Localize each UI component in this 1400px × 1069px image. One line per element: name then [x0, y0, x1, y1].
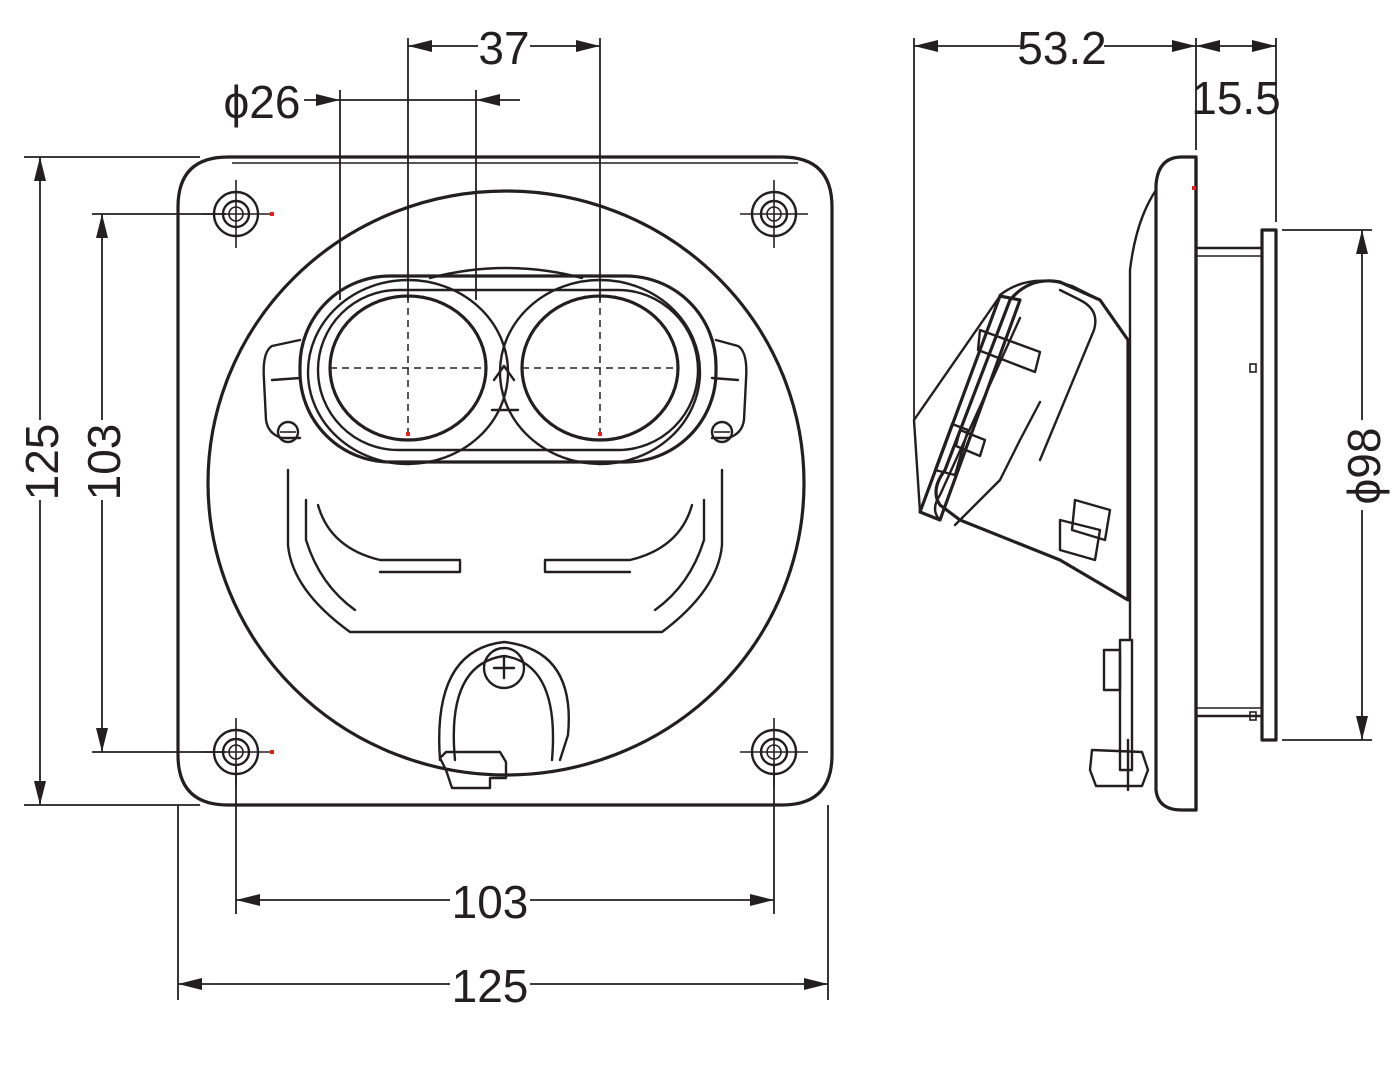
side-view	[912, 38, 1372, 812]
side-rear-cylinder	[1194, 246, 1264, 718]
front-socket-frame	[298, 274, 718, 464]
dimension-label-spacing: 37	[478, 22, 529, 74]
dimension-side-depth: 53.2	[914, 22, 1196, 74]
dimension-socket-diameter: ϕ26	[224, 76, 520, 128]
dimension-side-diameter: ϕ98	[1338, 230, 1390, 740]
front-plate-outline	[176, 155, 834, 807]
dimension-side-flange: 15.5	[1191, 40, 1281, 124]
dimension-label-side-depth: 53.2	[1017, 22, 1107, 74]
dimension-label-side-flange: 15.5	[1191, 72, 1281, 124]
dimension-label-height-holes: 103	[78, 424, 130, 501]
clip-left	[262, 338, 302, 440]
bottom-cap-loop	[438, 640, 570, 762]
dimension-label-width-outer: 125	[452, 960, 529, 1012]
side-rear-plate	[1260, 228, 1278, 742]
dimension-label-width-holes: 103	[452, 876, 529, 928]
dimension-front-width-holes: 103	[236, 876, 774, 928]
front-view	[24, 38, 834, 1000]
dimension-label-height-outer: 125	[16, 424, 68, 501]
side-latch	[1088, 638, 1150, 792]
side-flange	[1154, 155, 1198, 812]
clip-right	[710, 338, 748, 440]
mounting-screw-top-right	[738, 178, 810, 250]
dimension-label-side-diameter: ϕ98	[1338, 428, 1390, 505]
dimension-front-height-outer: 125	[16, 157, 68, 805]
cap-tab	[438, 750, 508, 790]
dimension-label-socket-diameter: ϕ26	[224, 76, 301, 128]
dimension-spacing-top: 37	[408, 22, 600, 74]
cap-screw	[482, 646, 526, 690]
dimension-front-width-outer: 125	[178, 960, 828, 1012]
side-socket-body	[912, 279, 1130, 602]
dimension-front-height-holes: 103	[78, 214, 130, 752]
front-lower-housing	[286, 468, 724, 634]
